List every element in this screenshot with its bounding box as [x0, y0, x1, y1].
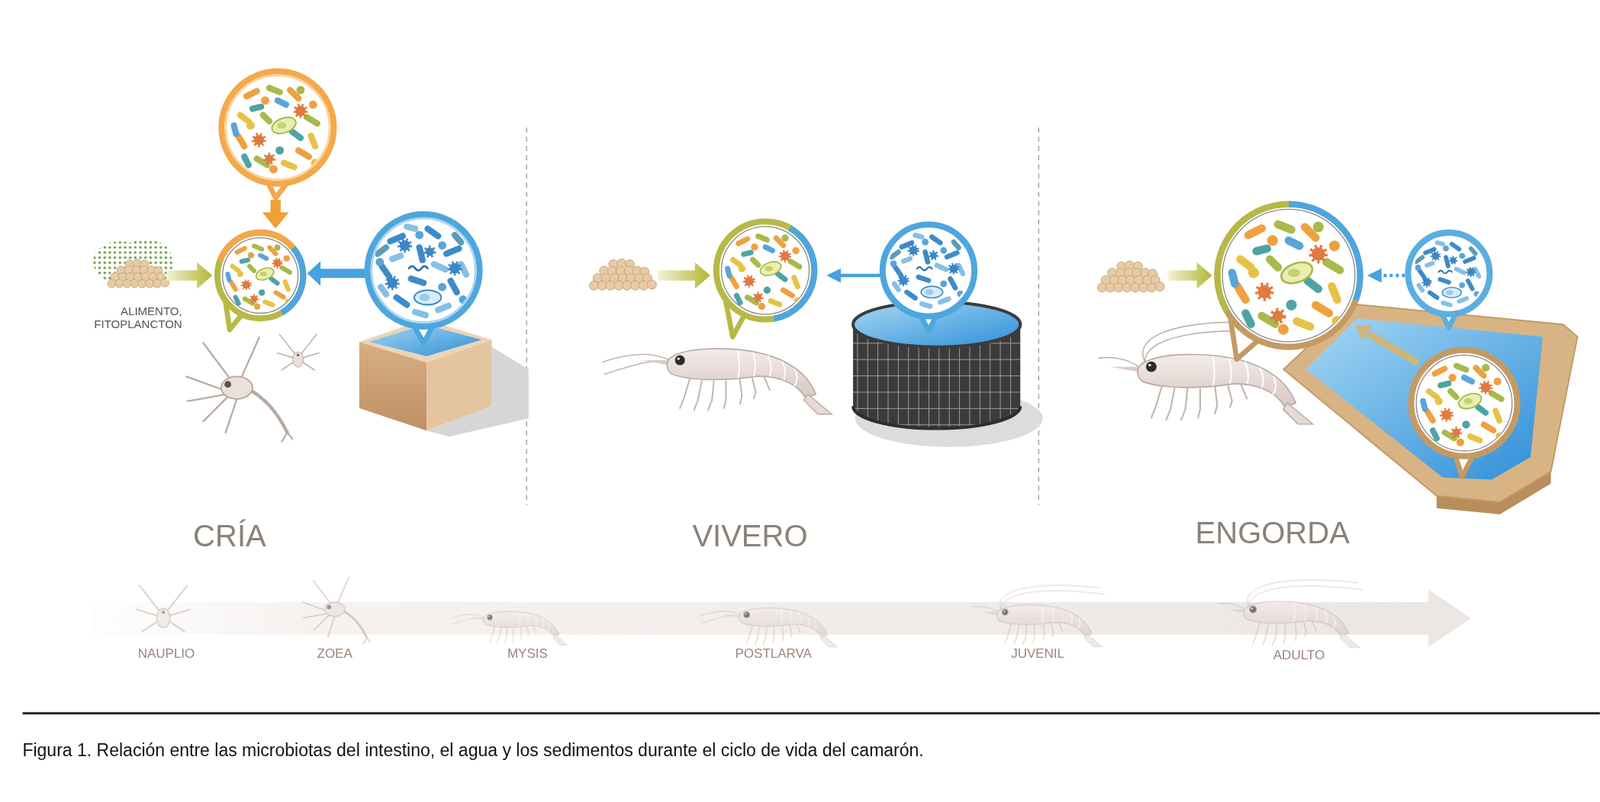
microbiota-circle [221, 71, 334, 199]
life-stage-icon [450, 611, 568, 645]
microbiota-circle [375, 226, 467, 316]
life-stage-icon [136, 576, 1362, 648]
microbiota-circle [227, 244, 291, 310]
larva-figure [186, 334, 319, 442]
microbiota-circle [217, 232, 303, 330]
sediment-arrow [1355, 325, 1419, 364]
sediment-arrow [1355, 325, 1372, 342]
microbiota-circle [1422, 363, 1504, 447]
hatchery-tank [359, 319, 529, 438]
microbiota-circle [1416, 354, 1513, 451]
section-separator [1038, 127, 1040, 506]
life-stage-label: JUVENIL [1010, 646, 1065, 662]
postlarva-shrimp [602, 348, 832, 415]
microbiota-circle [890, 235, 964, 306]
life-stage-icon [302, 576, 371, 644]
microbiota-circle [1407, 232, 1490, 328]
life-stage-label: ADULTO [1273, 647, 1325, 664]
input-label: ALIMENTO, FITOPLANCTON [79, 304, 183, 332]
life-stage-label: ZOEA [317, 646, 353, 662]
life-stage-label: NAUPLIO [138, 646, 196, 662]
microbiota-circle [221, 71, 334, 184]
microbiota-circle [1232, 221, 1343, 335]
nursery-tank [853, 302, 1044, 448]
water-arrow [1367, 268, 1382, 284]
figure-caption: Figura 1. Relación entre las microbiotas… [22, 739, 924, 760]
microbiota-circle [721, 226, 810, 315]
caption-rule [22, 712, 1600, 714]
food-arrow [166, 262, 213, 290]
nursery-tank [853, 405, 1021, 429]
microbiota-circle [1216, 203, 1360, 359]
food-arrow [658, 262, 711, 290]
feed-pellets [1097, 260, 1165, 293]
life-stage-icon [1217, 579, 1362, 648]
water-arrow [838, 273, 881, 278]
microbiota-circle [375, 226, 467, 316]
live-feed-arrow [262, 212, 290, 229]
microbiota-circle [222, 238, 299, 314]
stage-title: ENGORDA [1195, 515, 1350, 551]
life-stage-label: POSTLARVA [734, 646, 812, 662]
grow-out-pond [1306, 318, 1543, 480]
caption-rule [22, 711, 1600, 715]
life-stage-icon [972, 585, 1105, 647]
microbiota-circle [727, 234, 802, 310]
microbiota-circle [1232, 221, 1343, 335]
microbiota-circle [234, 86, 320, 174]
life-stage-icon [136, 585, 190, 631]
food-arrow [166, 262, 1213, 290]
feed-pellets [107, 259, 170, 289]
microbiota-circle [227, 244, 291, 310]
microbiota-circle [225, 75, 330, 180]
live-feed-arrow [262, 199, 290, 229]
microbiota-circle [716, 221, 815, 337]
microbiota-circle [716, 221, 815, 319]
microbiota-circle [727, 234, 802, 310]
microbiota-circle [367, 214, 480, 327]
feed-pellets [589, 258, 657, 290]
microbiota-circle [1422, 363, 1504, 447]
microbiota-circle [890, 235, 964, 306]
stage-title: VIVERO [692, 518, 808, 554]
feed-pellets [107, 259, 170, 289]
water-arrow [318, 268, 366, 278]
microbiota-circle [1222, 209, 1356, 342]
microbiota-circle [1415, 242, 1481, 306]
microbiota-circle [1216, 203, 1360, 347]
life-stage-icon [700, 608, 838, 648]
life-stage-label: MYSIS [507, 646, 548, 662]
microbiota-circle [371, 218, 476, 322]
water-arrow [826, 268, 841, 284]
microbiota-circle [882, 224, 975, 316]
live-feed-arrow [270, 199, 281, 215]
postlarva-shrimp [602, 348, 832, 415]
microbiota-circle [367, 214, 480, 343]
microbiota-circle [1407, 232, 1490, 315]
microbiota-circle [1410, 350, 1517, 457]
section-separator [526, 127, 1039, 506]
water-arrow [307, 260, 321, 286]
larva-figure [276, 334, 319, 371]
feed-pellets [589, 258, 657, 290]
food-arrow [1168, 262, 1212, 290]
feed-pellets [1097, 260, 1165, 293]
microbiota-circle [1415, 242, 1481, 306]
stage-title: CRÍA [193, 518, 267, 554]
microbiota-circle [217, 232, 303, 319]
microbiota-circle [234, 86, 320, 174]
sediment-arrow [1368, 333, 1419, 364]
microbiota-circle [1410, 350, 1517, 477]
section-separator [525, 127, 527, 506]
microbiota-circle [882, 224, 975, 331]
water-arrow [1379, 273, 1405, 278]
